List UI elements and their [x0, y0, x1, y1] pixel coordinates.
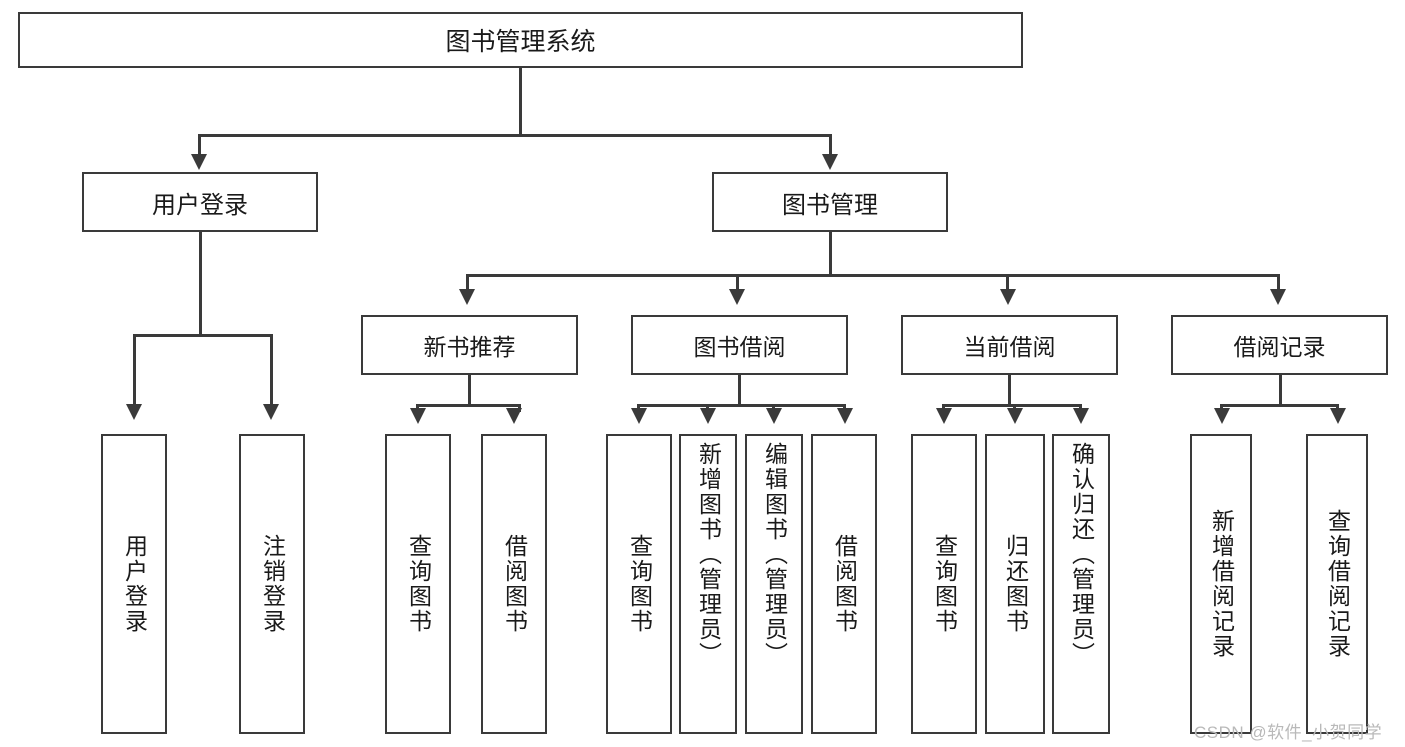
arrow-to-leaf-query-book-1	[410, 408, 426, 424]
connector-bookborrow-bar	[637, 404, 845, 407]
leaf-label: 确认归还（管理员）	[1068, 442, 1095, 667]
node-current-borrow[interactable]: 当前借阅	[901, 315, 1118, 375]
leaf-user-login[interactable]: 用户登录	[101, 434, 167, 734]
arrow-to-leaf-add-book-admin	[700, 408, 716, 424]
node-label: 当前借阅	[963, 334, 1056, 360]
leaf-label: 查询借阅记录	[1324, 509, 1351, 659]
leaf-label: 注销登录	[259, 534, 286, 634]
arrow-to-leaf-return-book	[1007, 408, 1023, 424]
connector-bookmanage-leg-2	[736, 274, 739, 291]
arrow-to-current-borrow	[1000, 289, 1016, 305]
leaf-label: 查询图书	[931, 534, 958, 634]
leaf-confirm-return[interactable]: 确认归还（管理员）	[1052, 434, 1110, 734]
leaf-query-book-2[interactable]: 查询图书	[606, 434, 672, 734]
leaf-label: 归还图书	[1002, 534, 1029, 634]
connector-bookmanage-leg-3	[1006, 274, 1009, 291]
leaf-edit-book-admin[interactable]: 编辑图书（管理员）	[745, 434, 803, 734]
arrow-to-new-book-recommend	[459, 289, 475, 305]
node-label: 借阅记录	[1233, 334, 1326, 360]
node-book-manage[interactable]: 图书管理	[712, 172, 948, 232]
leaf-label: 新增图书（管理员）	[695, 442, 722, 667]
leaf-borrow-book-1[interactable]: 借阅图书	[481, 434, 547, 734]
connector-bookmanage-bar	[466, 274, 1280, 277]
node-user-login[interactable]: 用户登录	[82, 172, 318, 232]
connector-currentborrow-bar	[942, 404, 1081, 407]
leaf-label: 新增借阅记录	[1208, 509, 1235, 659]
node-label: 图书借阅	[693, 334, 786, 360]
arrow-to-leaf-edit-book-admin	[766, 408, 782, 424]
leaf-query-book-1[interactable]: 查询图书	[385, 434, 451, 734]
connector-borrowrecord-trunk	[1279, 375, 1282, 406]
node-book-borrow[interactable]: 图书借阅	[631, 315, 848, 375]
leaf-label: 借阅图书	[501, 534, 528, 634]
leaf-return-book[interactable]: 归还图书	[985, 434, 1045, 734]
arrow-to-book-borrow	[729, 289, 745, 305]
arrow-to-leaf-query-book-3	[936, 408, 952, 424]
node-root-book-management-system[interactable]: 图书管理系统	[18, 12, 1023, 68]
leaf-label: 借阅图书	[831, 534, 858, 634]
connector-root-leg-right	[829, 134, 832, 156]
leaf-borrow-book-2[interactable]: 借阅图书	[811, 434, 877, 734]
leaf-add-book-admin[interactable]: 新增图书（管理员）	[679, 434, 737, 734]
connector-root-leg-left	[198, 134, 201, 156]
leaf-query-record[interactable]: 查询借阅记录	[1306, 434, 1368, 734]
arrow-to-leaf-borrow-book-2	[837, 408, 853, 424]
arrow-to-leaf-user-login	[126, 404, 142, 420]
arrow-to-leaf-confirm-return	[1073, 408, 1089, 424]
connector-bookmanage-trunk	[829, 232, 832, 276]
node-borrow-record[interactable]: 借阅记录	[1171, 315, 1388, 375]
node-label: 图书管理	[782, 191, 878, 219]
connector-newbook-bar	[416, 404, 520, 407]
leaf-label: 查询图书	[405, 534, 432, 634]
leaf-label: 查询图书	[626, 534, 653, 634]
node-new-book-recommend[interactable]: 新书推荐	[361, 315, 578, 375]
connector-bookmanage-leg-4	[1277, 274, 1280, 291]
leaf-add-record[interactable]: 新增借阅记录	[1190, 434, 1252, 734]
connector-userlogin-trunk	[199, 232, 202, 336]
connector-bookmanage-leg-1	[466, 274, 469, 291]
arrow-to-leaf-borrow-book-1	[506, 408, 522, 424]
arrow-to-book-manage	[822, 154, 838, 170]
leaf-logout[interactable]: 注销登录	[239, 434, 305, 734]
connector-root-bar	[198, 134, 831, 137]
connector-userlogin-bar	[133, 334, 270, 337]
node-label: 新书推荐	[423, 334, 516, 360]
connector-root-trunk	[519, 68, 522, 135]
arrow-to-borrow-record	[1270, 289, 1286, 305]
arrow-to-leaf-query-record	[1330, 408, 1346, 424]
leaf-query-book-3[interactable]: 查询图书	[911, 434, 977, 734]
arrow-to-leaf-add-record	[1214, 408, 1230, 424]
connector-bookborrow-trunk	[738, 375, 741, 406]
arrow-to-leaf-query-book-2	[631, 408, 647, 424]
connector-userlogin-leg-right	[270, 334, 273, 406]
connector-currentborrow-trunk	[1008, 375, 1011, 406]
leaf-label: 用户登录	[121, 534, 148, 634]
arrow-to-user-login	[191, 154, 207, 170]
node-label: 图书管理系统	[445, 28, 596, 56]
node-label: 用户登录	[152, 191, 248, 219]
leaf-label: 编辑图书（管理员）	[761, 442, 788, 667]
connector-borrowrecord-bar	[1220, 404, 1338, 407]
connector-userlogin-leg-left	[133, 334, 136, 406]
connector-newbook-trunk	[468, 375, 471, 406]
csdn-watermark: CSDN @软件_小贺同学	[1194, 723, 1383, 742]
arrow-to-leaf-logout	[263, 404, 279, 420]
